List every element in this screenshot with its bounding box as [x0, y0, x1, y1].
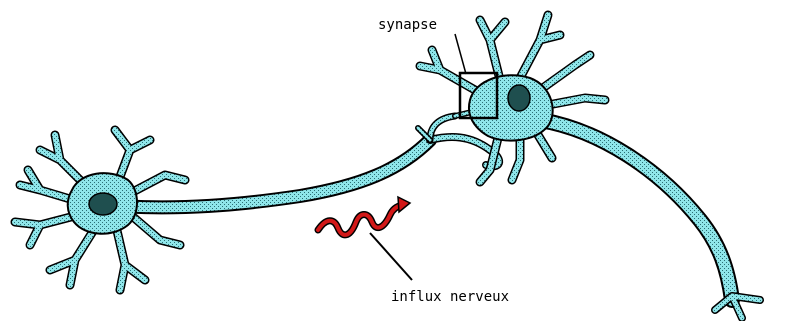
- impulse-arrow: [318, 197, 410, 235]
- neuron-right: [420, 15, 605, 182]
- synapse-label: synapse: [378, 17, 437, 33]
- neuron-right-nucleus: [508, 85, 530, 111]
- axon-right: [540, 120, 760, 318]
- neuron-right-body: [469, 75, 553, 140]
- synapse-leader-line: [455, 34, 466, 74]
- impulse-leader-line: [370, 233, 412, 280]
- impulse-label: influx nerveux: [391, 289, 509, 305]
- neuron-left-nucleus: [89, 193, 117, 215]
